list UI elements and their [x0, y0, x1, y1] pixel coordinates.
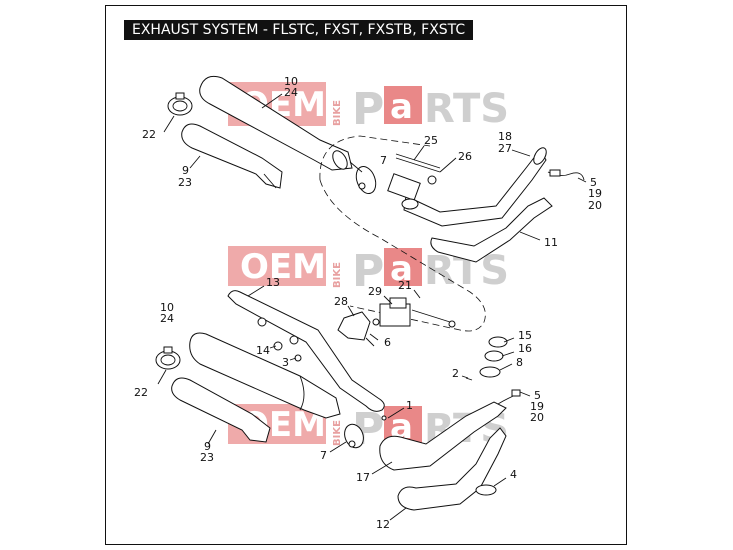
clamp-22-top [167, 92, 193, 116]
callout-labels: 10 24 22 9 23 7 25 26 18 27 5 19 20 11 1… [134, 75, 602, 531]
oxygen-sensor-5-top [547, 169, 585, 181]
callout-18: 18 [498, 130, 512, 143]
callout-27: 27 [498, 142, 512, 155]
leader-lines [157, 93, 587, 521]
rear-header-pipe-12 [397, 427, 507, 511]
diagram-title: EXHAUST SYSTEM - FLSTC, FXST, FXSTB, FXS… [124, 20, 474, 40]
clamp-22-bottom [155, 346, 181, 370]
rear-header-pipe-11 [430, 197, 553, 263]
callout-19: 19 [530, 400, 544, 413]
oxygen-sensor-5-bottom [497, 389, 521, 405]
lower-lower-muffler [171, 377, 271, 443]
flange-4 [475, 484, 497, 496]
callout-19: 19 [588, 187, 602, 200]
callout-20: 20 [530, 411, 544, 424]
mount-28 [337, 311, 371, 341]
callout-25: 25 [424, 134, 438, 147]
callout-5: 5 [534, 389, 541, 402]
callout-1: 1 [406, 399, 413, 412]
svg-text:a: a [390, 87, 413, 127]
svg-text:BIKE: BIKE [332, 420, 343, 446]
callout-22: 22 [142, 128, 156, 141]
callout-9: 9 [182, 164, 189, 177]
callout-14: 14 [256, 344, 270, 357]
lower-upper-muffler [189, 332, 341, 419]
callout-20: 20 [588, 199, 602, 212]
watermark-middle: OEM BIKE P a RTS [228, 246, 509, 297]
bracket-25 [395, 153, 441, 173]
svg-text:a: a [390, 249, 413, 289]
callout-28: 28 [334, 295, 348, 308]
callout-17: 17 [356, 471, 370, 484]
callout-7: 7 [320, 449, 327, 462]
lower-muffler [181, 123, 283, 189]
callout-2: 2 [452, 367, 459, 380]
svg-text:P: P [352, 246, 384, 297]
callout-4: 4 [510, 468, 517, 481]
svg-text:P: P [352, 84, 384, 135]
svg-text:BIKE: BIKE [332, 100, 343, 126]
callout-24: 24 [284, 86, 298, 99]
callout-3: 3 [282, 356, 289, 369]
callout-26: 26 [458, 150, 472, 163]
callout-11: 11 [544, 236, 558, 249]
callout-10: 10 [160, 301, 174, 314]
crossover-26 [387, 173, 437, 210]
callout-10: 10 [284, 75, 298, 88]
callout-7: 7 [380, 154, 387, 167]
callout-8: 8 [516, 356, 523, 369]
callout-5: 5 [590, 176, 597, 189]
callout-22: 22 [134, 386, 148, 399]
diagram-frame: EXHAUST SYSTEM - FLSTC, FXST, FXSTB, FXS… [105, 5, 627, 545]
callout-9: 9 [204, 440, 211, 453]
upper-muffler [199, 75, 353, 171]
callout-23: 23 [200, 451, 214, 464]
callout-13: 13 [266, 276, 280, 289]
callout-6: 6 [384, 336, 391, 349]
svg-text:BIKE: BIKE [332, 262, 343, 288]
bracket-13 [227, 290, 385, 412]
clamp-7-top [355, 165, 377, 195]
front-header-pipe [403, 147, 547, 227]
callout-21: 21 [398, 279, 412, 292]
heat-shield-dashed-top [319, 135, 486, 332]
callout-23: 23 [178, 176, 192, 189]
actuator-29 [372, 297, 456, 328]
callout-16: 16 [518, 342, 532, 355]
svg-text:OEM: OEM [240, 247, 326, 287]
gaskets-15-16-8 [479, 336, 508, 378]
callout-29: 29 [368, 285, 382, 298]
front-header-pipe-17 [379, 401, 507, 471]
callout-15: 15 [518, 329, 532, 342]
clamp-7-bottom [344, 423, 364, 449]
callout-12: 12 [376, 518, 390, 531]
callout-24: 24 [160, 312, 174, 325]
svg-text:RTS: RTS [424, 86, 509, 132]
